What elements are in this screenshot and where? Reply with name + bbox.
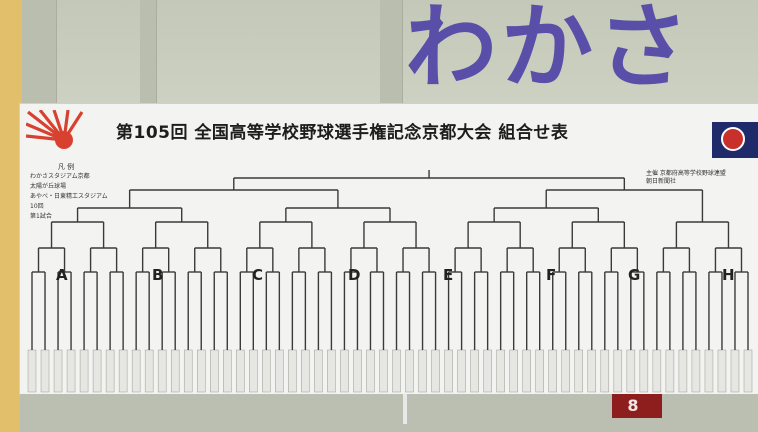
school-name-slot [496, 349, 505, 393]
school-name-slot [665, 349, 675, 393]
school-name-slot [210, 349, 219, 393]
school-name-slot [431, 349, 440, 393]
school-name-slot [600, 349, 610, 393]
school-name-slot [144, 349, 154, 393]
school-name-slot [548, 349, 557, 393]
school-name-slot [40, 349, 50, 393]
legend-item: わかさスタジアム京都 [30, 173, 90, 180]
school-name-slot [483, 349, 492, 393]
school-name-slot [626, 349, 636, 393]
wall-pillar [22, 0, 57, 110]
school-name-slot [405, 349, 414, 393]
school-name-slot [196, 349, 206, 393]
school-name-slot [730, 349, 740, 393]
school-name-slot [53, 349, 63, 393]
school-name-slot [105, 349, 115, 393]
school-name-slot [717, 349, 727, 393]
school-name-slot [366, 349, 375, 393]
wall-pillar [380, 0, 403, 110]
school-name-slot [118, 349, 128, 393]
block-label-d: D [348, 266, 361, 284]
school-name-slot [561, 349, 570, 393]
block-label-g: G [628, 266, 641, 284]
rising-sun-logo [26, 110, 84, 149]
school-name-slot [131, 349, 141, 393]
school-name-slot [587, 349, 597, 393]
yellow-side-panel [0, 0, 22, 432]
school-name-slot [613, 349, 623, 393]
scoreboard-number: 8 [627, 396, 639, 415]
block-label-h: H [722, 266, 735, 284]
legend-item: あやべ・日東精工スタジアム [30, 193, 108, 200]
school-name-slot [79, 349, 89, 393]
school-name-slot [379, 349, 388, 393]
school-name-slot [457, 349, 466, 393]
school-name-slot [183, 349, 193, 393]
school-name-slot [92, 349, 102, 393]
school-name-slot [535, 349, 544, 393]
school-name-slot [327, 349, 336, 393]
school-name-slot [652, 349, 662, 393]
legend-item: 太陽が丘球場 [30, 183, 67, 190]
school-name-slot [353, 349, 362, 393]
school-name-slot [157, 349, 167, 393]
school-name-slot [223, 349, 232, 393]
school-name-slot [275, 349, 284, 393]
emblem-circle [721, 127, 745, 151]
organizer-info: 主催 京都府高等学校野球連盟 朝日新聞社 [646, 170, 754, 186]
block-label-a: A [56, 266, 68, 284]
school-name-slot [522, 349, 531, 393]
legend-heading: 凡 例 [57, 163, 75, 171]
flag-pole [403, 394, 407, 424]
school-name-slot [301, 349, 310, 393]
block-label-b: B [152, 266, 164, 284]
school-name-slot [288, 349, 297, 393]
school-name-slot [27, 349, 37, 393]
school-name-slot [704, 349, 714, 393]
legend: 凡 例 わかさスタジアム京都 太陽が丘球場 あやべ・日東精工スタジアム 10回 … [30, 162, 108, 222]
stadium-sign-lettering: わかさ [405, 0, 694, 101]
school-name-slot [678, 349, 688, 393]
school-name-slot [236, 349, 245, 393]
school-name-slot [392, 349, 401, 393]
school-name-slot [170, 349, 180, 393]
organizer-line: 主催 京都府高等学校野球連盟 [646, 170, 726, 177]
organizer-line: 朝日新聞社 [646, 178, 677, 185]
school-name-slot [574, 349, 584, 393]
school-name-slot [314, 349, 323, 393]
school-name-slot [743, 349, 753, 393]
school-name-slot [66, 349, 76, 393]
school-name-slot [340, 349, 349, 393]
school-name-slot [249, 349, 258, 393]
school-name-slot [418, 349, 427, 393]
legend-item: 第1試合 [30, 213, 52, 220]
block-label-e: E [443, 266, 454, 284]
school-name-slot [639, 349, 649, 393]
school-name-slot [262, 349, 271, 393]
school-name-slot [444, 349, 453, 393]
wall-pillar [140, 0, 157, 110]
school-name-slot [509, 349, 518, 393]
school-name-slot [470, 349, 479, 393]
bracket-title: 第105回 全国高等学校野球選手権記念京都大会 組合せ表 [116, 123, 569, 143]
prefecture-emblem [712, 122, 758, 158]
legend-item: 10回 [30, 203, 44, 210]
block-label-c: C [252, 266, 264, 284]
block-label-f: F [546, 266, 557, 284]
scoreboard-panel [612, 394, 662, 418]
school-name-slot [691, 349, 701, 393]
